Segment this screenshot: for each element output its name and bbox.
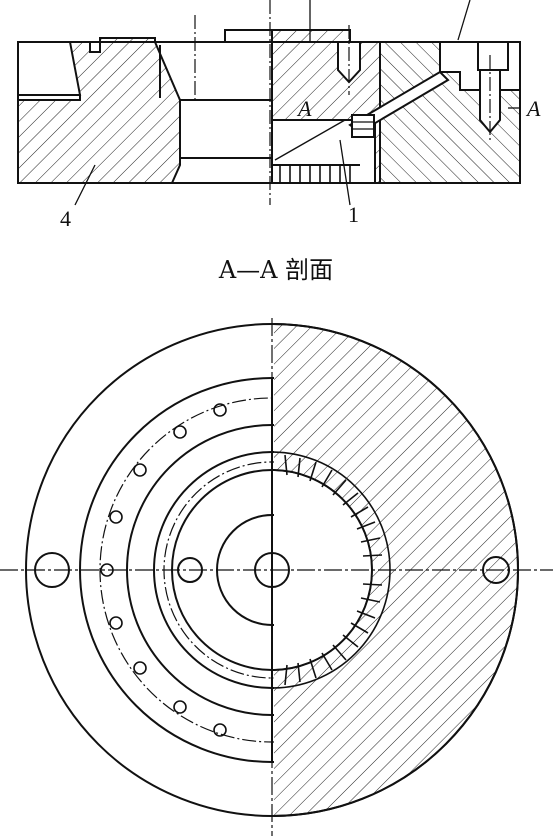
part-1-label: 1	[348, 202, 359, 227]
left-step	[18, 41, 82, 96]
section-view	[17, 0, 521, 206]
screw-hole-center	[337, 41, 361, 84]
cut-label-right: A	[525, 96, 541, 121]
nozzle-teeth	[279, 165, 351, 183]
cut-label-left: A	[296, 96, 312, 121]
part-4-label: 4	[60, 206, 71, 231]
plan-view	[0, 318, 553, 836]
view-title: A—A 剖面	[218, 256, 333, 284]
